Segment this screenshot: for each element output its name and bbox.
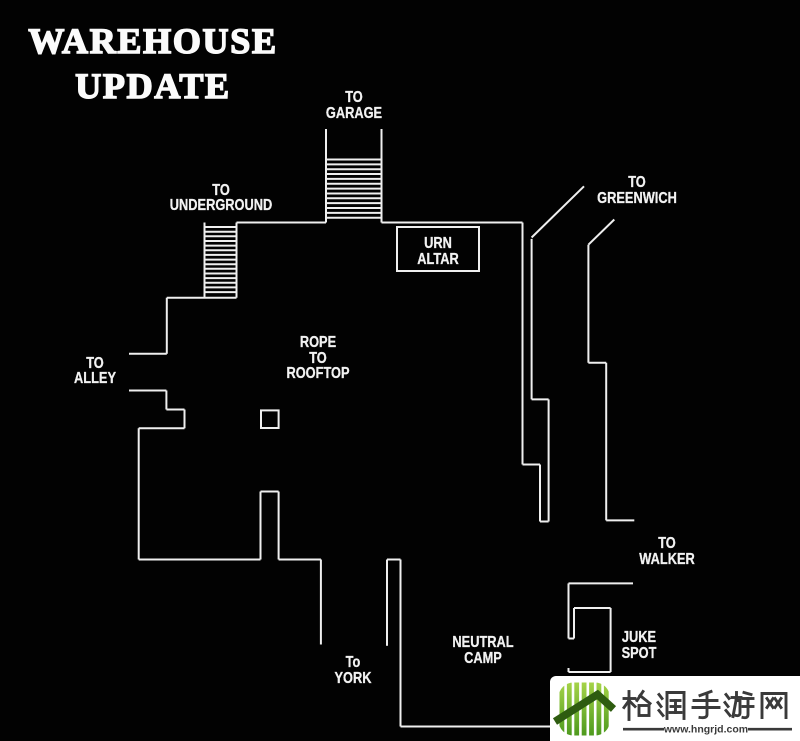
svg-text:www.hngrjd.com: www.hngrjd.com [663,724,748,736]
